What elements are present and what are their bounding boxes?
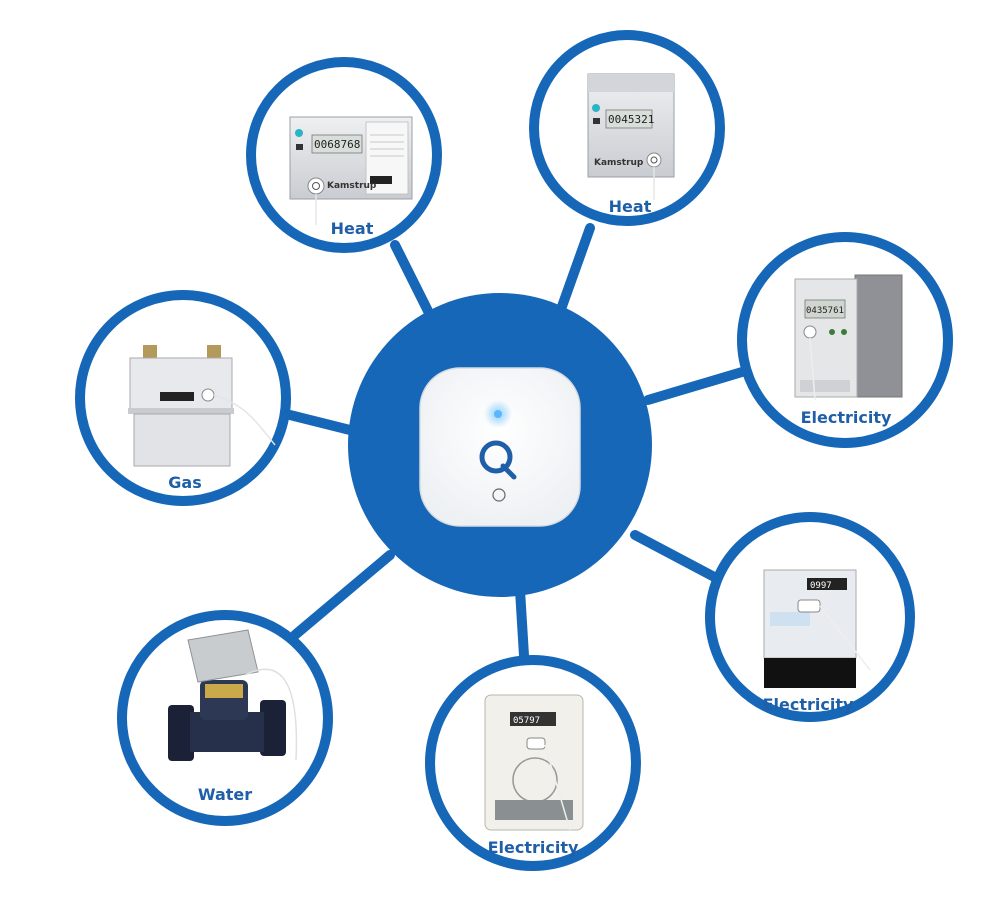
node-label: Heat bbox=[609, 197, 652, 216]
electricity-meter-icon: 0435761 bbox=[794, 274, 903, 401]
node-label: Gas bbox=[168, 473, 201, 492]
heat-meter-icon: 0045321 Kamstrup bbox=[587, 73, 675, 200]
node-label: Heat bbox=[331, 219, 374, 238]
meter-display: 05797 bbox=[513, 716, 540, 726]
meter-display: 0045321 bbox=[608, 113, 654, 126]
connector-heat-1 bbox=[390, 240, 435, 320]
node-electricity-2: 0997 Electricity bbox=[705, 512, 915, 722]
node-label: Electricity bbox=[488, 838, 579, 857]
hub-button bbox=[492, 488, 506, 502]
connector-electricity-2 bbox=[630, 530, 725, 585]
meter-display: 0435761 bbox=[806, 306, 844, 316]
node-label: Water bbox=[198, 785, 252, 804]
node-electricity-1: 0435761 Electricity bbox=[737, 232, 953, 448]
gas-meter-icon bbox=[128, 345, 276, 467]
water-meter-icon bbox=[168, 629, 298, 761]
node-electricity-3: 05797 Electricity bbox=[425, 655, 641, 871]
meter-display: 0068768 bbox=[314, 138, 360, 151]
hub-device bbox=[419, 367, 581, 527]
meter-display: 0997 bbox=[810, 581, 832, 591]
connector-gas bbox=[285, 410, 355, 435]
node-label: Electricity bbox=[763, 695, 854, 714]
connector-heat-2 bbox=[555, 223, 595, 317]
connector-lines bbox=[285, 223, 747, 677]
node-water: Water bbox=[117, 610, 333, 826]
heat-meter-icon: 0068768 Kamstrup bbox=[289, 116, 413, 225]
electricity-meter-icon: 0997 bbox=[763, 569, 871, 688]
hub bbox=[348, 293, 652, 597]
node-gas: Gas bbox=[75, 290, 291, 506]
meter-brand: Kamstrup bbox=[594, 158, 644, 168]
node-heat-1: 0068768 Kamstrup Heat bbox=[246, 57, 442, 253]
node-heat-2: 0045321 Kamstrup Heat bbox=[529, 30, 725, 226]
electricity-meter-icon: 05797 bbox=[484, 694, 584, 831]
meter-brand: Kamstrup bbox=[327, 181, 377, 191]
connector-electricity-1 bbox=[643, 367, 747, 405]
node-label: Electricity bbox=[801, 408, 892, 427]
connector-water bbox=[290, 550, 395, 640]
q-logo-icon bbox=[479, 440, 517, 480]
